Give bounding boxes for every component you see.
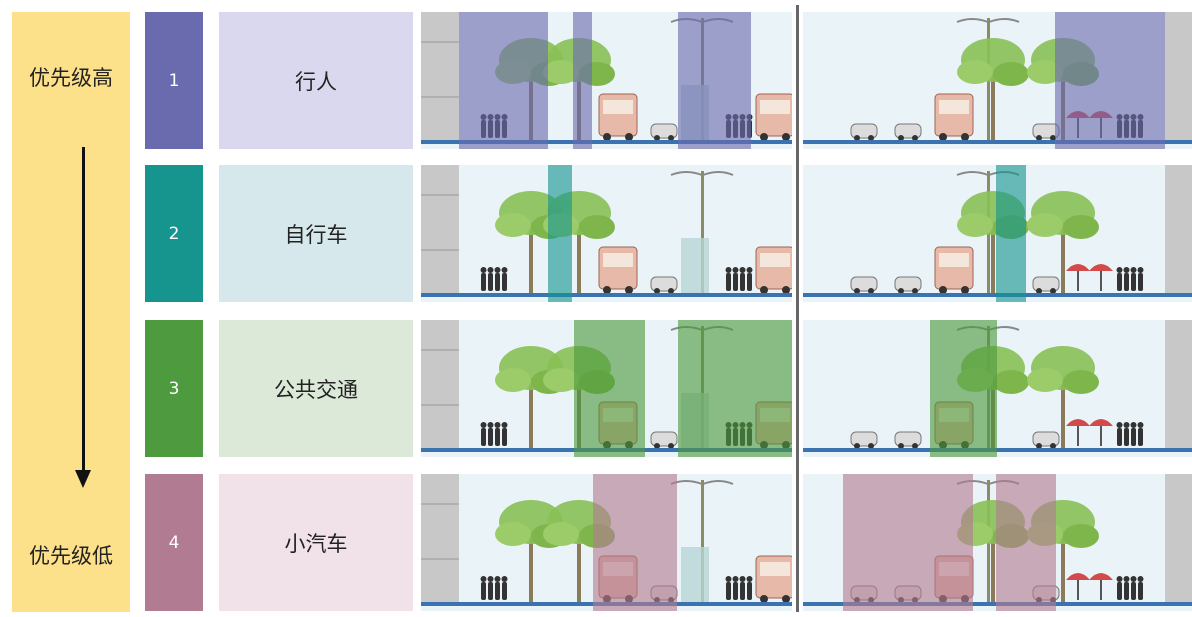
street-section-right xyxy=(803,12,1192,149)
car-icon xyxy=(894,276,922,294)
priority-highlight-band xyxy=(843,474,973,611)
umbrella-icon xyxy=(1089,419,1113,446)
street-section-left xyxy=(421,320,792,457)
row-number-box: 4 xyxy=(145,474,203,611)
priority-row-pedestrian: 1 行人 xyxy=(0,12,1192,149)
pedestrian-icon xyxy=(1116,576,1144,600)
pedestrian-icon xyxy=(480,422,508,446)
street-section-left xyxy=(421,12,792,149)
bus-icon xyxy=(755,246,792,294)
bus-shelter-icon xyxy=(681,238,709,293)
priority-row-car: 4 小汽车 xyxy=(0,474,1192,611)
row-number-box: 2 xyxy=(145,165,203,302)
building-icon xyxy=(421,165,459,293)
building-icon xyxy=(1165,12,1192,140)
building-icon xyxy=(1165,474,1192,602)
street-section-left xyxy=(421,474,792,611)
priority-highlight-band xyxy=(548,165,572,302)
bus-icon xyxy=(598,93,638,141)
umbrella-icon xyxy=(1089,264,1113,291)
priority-highlight-band xyxy=(678,320,792,457)
umbrella-icon xyxy=(1066,264,1090,291)
bus-shelter-icon xyxy=(681,547,709,602)
bus-icon xyxy=(934,93,974,141)
row-label-box: 行人 xyxy=(219,12,413,149)
row-number-box: 1 xyxy=(145,12,203,149)
building-icon xyxy=(421,12,459,140)
scene-divider xyxy=(796,5,799,612)
street-section-right xyxy=(803,165,1192,302)
bus-icon xyxy=(755,555,792,603)
priority-highlight-band xyxy=(574,320,645,457)
priority-highlight-band xyxy=(930,320,997,457)
pedestrian-icon xyxy=(480,576,508,600)
row-label-box: 公共交通 xyxy=(219,320,413,457)
umbrella-icon xyxy=(1066,573,1090,600)
car-icon xyxy=(850,123,878,141)
priority-highlight-band xyxy=(1055,12,1165,149)
street-section-right xyxy=(803,474,1192,611)
tree-icon xyxy=(957,38,1029,140)
priority-column: 优先级高 优先级低 xyxy=(12,12,130,612)
car-icon xyxy=(650,431,678,449)
priority-highlight-band xyxy=(593,474,677,611)
priority-high-label: 优先级高 xyxy=(29,66,113,90)
priority-low-label: 优先级低 xyxy=(29,544,113,568)
building-icon xyxy=(421,474,459,602)
priority-highlight-band xyxy=(996,165,1026,302)
car-icon xyxy=(1032,431,1060,449)
row-label-box: 自行车 xyxy=(219,165,413,302)
bus-icon xyxy=(755,93,792,141)
priority-highlight-band xyxy=(573,12,592,149)
priority-arrow-line xyxy=(82,147,85,472)
priority-highlight-band xyxy=(459,12,548,149)
building-icon xyxy=(421,320,459,448)
street-section-left xyxy=(421,165,792,302)
street-lamp-icon xyxy=(670,171,734,293)
priority-highlight-band xyxy=(678,12,751,149)
umbrella-icon xyxy=(1066,419,1090,446)
building-icon xyxy=(1165,320,1192,448)
row-label-box: 小汽车 xyxy=(219,474,413,611)
bus-icon xyxy=(598,246,638,294)
tree-icon xyxy=(1027,191,1099,293)
car-icon xyxy=(894,123,922,141)
car-icon xyxy=(650,123,678,141)
priority-highlight-band xyxy=(996,474,1056,611)
car-icon xyxy=(894,431,922,449)
street-section-right xyxy=(803,320,1192,457)
umbrella-icon xyxy=(1089,573,1113,600)
bus-icon xyxy=(934,246,974,294)
priority-arrow-down-icon xyxy=(75,470,91,488)
tree-icon xyxy=(1027,346,1099,448)
pedestrian-icon xyxy=(1116,267,1144,291)
car-icon xyxy=(650,276,678,294)
priority-row-bicycle: 2 自行车 xyxy=(0,165,1192,302)
row-number-box: 3 xyxy=(145,320,203,457)
car-icon xyxy=(850,431,878,449)
pedestrian-icon xyxy=(725,267,753,291)
car-icon xyxy=(850,276,878,294)
pedestrian-icon xyxy=(480,267,508,291)
pedestrian-icon xyxy=(725,576,753,600)
car-icon xyxy=(1032,276,1060,294)
building-icon xyxy=(1165,165,1192,293)
pedestrian-icon xyxy=(1116,422,1144,446)
priority-row-transit: 3 公共交通 xyxy=(0,320,1192,457)
